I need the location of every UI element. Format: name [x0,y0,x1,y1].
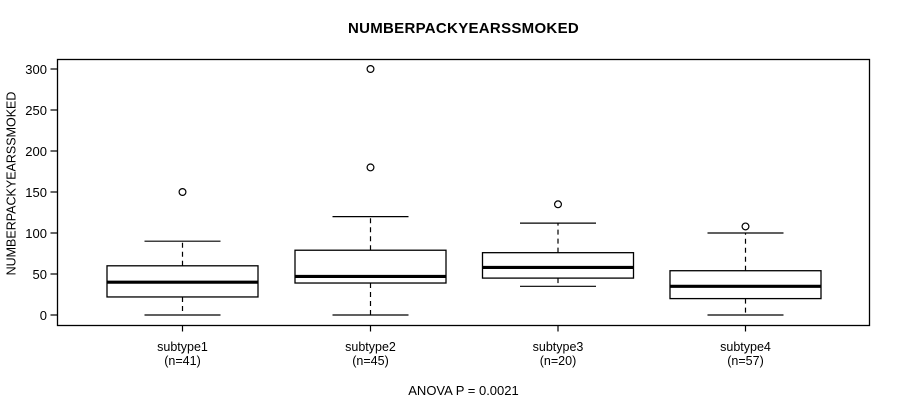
y-tick-label: 200 [25,143,47,159]
group-name: subtype3 [532,340,584,354]
group-n: (n=41) [164,353,201,368]
group-name: subtype4 [720,340,771,354]
outlier-point [366,64,375,73]
group-name: subtype1 [157,340,208,354]
y-tick-label: 300 [25,61,47,77]
x-group-label-subtype2: subtype2(n=45) [301,340,441,368]
y-tick-label: 0 [39,307,47,323]
group-name: subtype2 [345,340,396,354]
y-tick-label: 250 [25,102,47,118]
iqr-box-subtype2 [294,249,447,284]
outlier-point [553,200,562,209]
x-group-label-subtype3: subtype3(n=20) [488,340,628,368]
anova-annotation: ANOVA P = 0.0021 [408,383,519,398]
chart-title: NUMBERPACKYEARSSMOKED [347,20,580,37]
y-tick-label: 50 [32,266,47,282]
iqr-box-subtype4 [669,270,822,300]
iqr-box-subtype3 [481,252,635,279]
outlier-point [741,222,750,231]
outlier-point [366,163,375,172]
outlier-point [178,188,187,197]
x-group-label-subtype1: subtype1(n=41) [113,340,253,368]
x-group-label-subtype4: subtype4(n=57) [676,340,816,368]
group-n: (n=45) [352,353,389,368]
group-n: (n=57) [727,353,764,368]
y-tick-label: 100 [25,225,47,241]
y-tick-label: 150 [25,184,47,200]
group-n: (n=20) [539,353,577,368]
